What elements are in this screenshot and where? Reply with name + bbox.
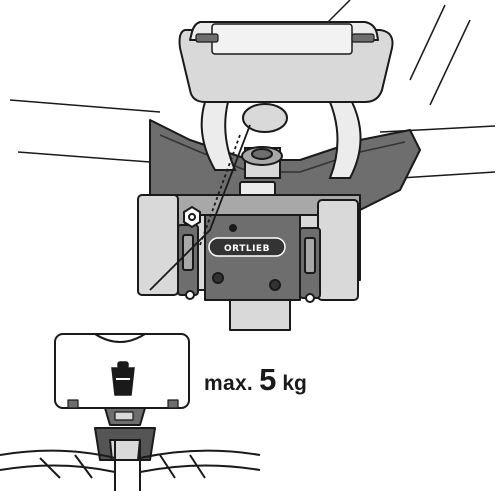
side-grip-right <box>299 199 359 303</box>
hex-bolt <box>183 205 201 229</box>
weight-limit-label: max. 5 kg <box>204 362 307 398</box>
side-grip-left <box>137 194 199 300</box>
lower-handlebar <box>0 440 261 491</box>
ortlieb-logo: ORTLIEB <box>208 237 286 257</box>
weight-limit-unit: kg <box>282 372 307 395</box>
weight-icon <box>111 361 135 396</box>
svg-text:ORTLIEB: ORTLIEB <box>224 244 270 254</box>
weight-limit-value: 5 <box>259 362 277 397</box>
handlebar-lines <box>9 0 496 179</box>
clamp-rings <box>200 101 362 179</box>
load-diagram <box>54 333 190 461</box>
weight-limit-prefix: max. <box>204 372 254 395</box>
device-body <box>178 21 394 103</box>
cable <box>149 124 251 291</box>
